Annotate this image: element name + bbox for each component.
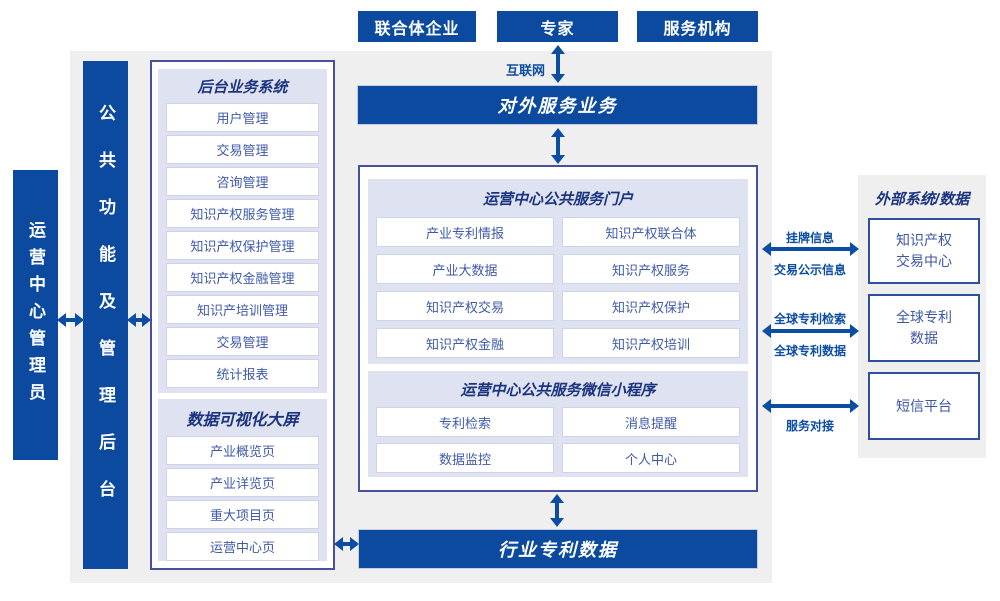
operations-admin-label: 运营中心管理员 bbox=[26, 220, 45, 410]
arrow-shaft bbox=[556, 51, 560, 77]
arrow-shaft bbox=[63, 318, 78, 322]
portal-item: 知识产权培训 bbox=[562, 328, 740, 358]
backend-system-panel: 后台业务系统 用户管理 交易管理 咨询管理 知识产权服务管理 知识产权保护管理 … bbox=[158, 69, 327, 393]
portal-item: 知识产权服务 bbox=[562, 254, 740, 284]
miniapp-item: 消息提醒 bbox=[562, 407, 740, 437]
backend-system-item: 知识产权保护管理 bbox=[166, 231, 319, 260]
double-arrow-backend-container bbox=[127, 313, 151, 327]
portal-item: 产业专利情报 bbox=[376, 217, 554, 247]
link-label-global-patent-data: 全球专利数据 bbox=[773, 344, 846, 358]
double-arrow-bar-portal bbox=[551, 128, 565, 164]
dashboard-items: 产业概览页 产业详览页 重大项目页 运营中心页 bbox=[158, 436, 327, 561]
double-arrow-sms-platform bbox=[762, 399, 859, 413]
backend-system-item: 知识产培训管理 bbox=[166, 295, 319, 324]
dashboard-item: 产业详览页 bbox=[166, 468, 319, 497]
double-arrow-dashboard-data bbox=[334, 537, 359, 551]
dashboard-item: 产业概览页 bbox=[166, 436, 319, 465]
link-label-listing-info: 挂牌信息 bbox=[785, 231, 834, 245]
portal-item: 知识产权交易 bbox=[376, 291, 554, 321]
double-arrow-global-patent bbox=[762, 324, 859, 338]
arrow-shaft bbox=[556, 134, 560, 158]
link-label-global-patent-search: 全球专利检索 bbox=[773, 312, 846, 326]
miniapp-item: 专利检索 bbox=[376, 407, 554, 437]
external-system-sms-platform: 短信平台 bbox=[868, 372, 980, 440]
link-label-service-docking: 服务对接 bbox=[785, 419, 834, 433]
dashboard-item: 重大项目页 bbox=[166, 500, 319, 529]
backend-system-item: 交易管理 bbox=[166, 327, 319, 356]
external-systems-title: 外部系统/数据 bbox=[874, 191, 970, 208]
backend-system-item: 咨询管理 bbox=[166, 167, 319, 196]
backend-system-item: 知识产权金融管理 bbox=[166, 263, 319, 292]
entity-service-organization: 服务机构 bbox=[637, 11, 758, 42]
portal-title: 运营中心公共服务门户 bbox=[482, 191, 633, 208]
miniapp-item: 个人中心 bbox=[562, 443, 740, 473]
backend-system-item: 统计报表 bbox=[166, 359, 319, 388]
miniapp-items: 专利检索 消息提醒 数据监控 个人中心 bbox=[368, 407, 748, 473]
portal-item: 知识产权联合体 bbox=[562, 217, 740, 247]
portal-item: 产业大数据 bbox=[376, 254, 554, 284]
arrow-shaft bbox=[340, 542, 353, 546]
portal-panel: 运营中心公共服务门户 产业专利情报 知识产权联合体 产业大数据 知识产权服务 知… bbox=[368, 179, 748, 364]
external-service-bar: 对外服务业务 bbox=[357, 85, 758, 125]
dashboard-panel: 数据可视化大屏 产业概览页 产业详览页 重大项目页 运营中心页 bbox=[158, 399, 327, 561]
arrow-shaft bbox=[768, 247, 853, 251]
entity-expert: 专家 bbox=[497, 11, 618, 42]
double-arrow-trade-center bbox=[762, 242, 859, 256]
public-functions-backend-bar: 公共功能及管理后台 bbox=[83, 61, 128, 569]
backend-system-item: 知识产权服务管理 bbox=[166, 199, 319, 228]
backend-system-title: 后台业务系统 bbox=[197, 79, 288, 96]
entity-consortium-enterprise: 联合体企业 bbox=[358, 11, 476, 42]
external-system-global-patent-data: 全球专利 数据 bbox=[868, 294, 980, 362]
miniapp-panel: 运营中心公共服务微信小程序 专利检索 消息提醒 数据监控 个人中心 bbox=[368, 371, 748, 477]
backend-system-item: 用户管理 bbox=[166, 103, 319, 132]
double-arrow-internet bbox=[551, 45, 565, 83]
backend-system-item: 交易管理 bbox=[166, 135, 319, 164]
operations-admin-bar: 运营中心管理员 bbox=[13, 170, 58, 460]
double-arrow-admin-backend bbox=[57, 313, 84, 327]
arrow-shaft bbox=[133, 318, 145, 322]
arrow-shaft bbox=[555, 500, 559, 521]
public-functions-backend-label: 公共功能及管理后台 bbox=[96, 103, 115, 527]
miniapp-title: 运营中心公共服务微信小程序 bbox=[460, 382, 656, 399]
arrow-shaft bbox=[768, 404, 853, 408]
portal-items: 产业专利情报 知识产权联合体 产业大数据 知识产权服务 知识产权交易 知识产权保… bbox=[368, 217, 748, 358]
miniapp-item: 数据监控 bbox=[376, 443, 554, 473]
internet-label: 互联网 bbox=[505, 63, 545, 78]
external-system-ip-trade-center: 知识产权 交易中心 bbox=[868, 218, 980, 284]
dashboard-title: 数据可视化大屏 bbox=[186, 412, 299, 429]
industry-patent-data-bar: 行业专利数据 bbox=[358, 529, 758, 569]
arrow-shaft bbox=[768, 329, 853, 333]
backend-system-items: 用户管理 交易管理 咨询管理 知识产权服务管理 知识产权保护管理 知识产权金融管… bbox=[158, 103, 327, 388]
double-arrow-miniapp-data bbox=[550, 494, 564, 527]
portal-item: 知识产权保护 bbox=[562, 291, 740, 321]
portal-item: 知识产权金融 bbox=[376, 328, 554, 358]
dashboard-item: 运营中心页 bbox=[166, 532, 319, 561]
link-label-trade-publicity: 交易公示信息 bbox=[773, 263, 846, 277]
